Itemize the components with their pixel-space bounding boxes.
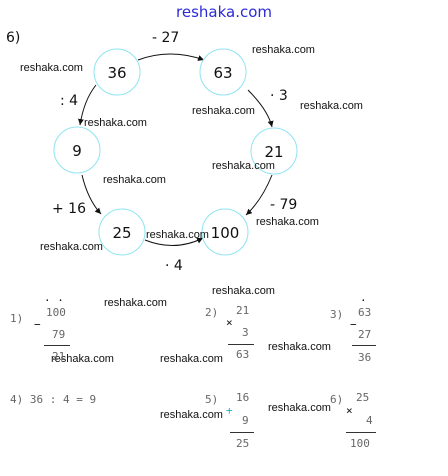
calc-5-top: 16 [236, 391, 250, 404]
op-21-100: - 79 [270, 197, 297, 213]
watermark: reshaka.com [40, 241, 103, 253]
calc-5-rule [230, 432, 254, 433]
calc-5-bottom: 9 [242, 414, 249, 427]
op-9-36: : 4 [60, 93, 78, 109]
calc-3-bottom: 27 [358, 328, 372, 341]
calc-6-top: 25 [356, 391, 370, 404]
arrow-63-21 [247, 89, 274, 128]
node-9-value: 9 [72, 142, 82, 160]
watermark: reshaka.com [84, 117, 147, 129]
calc-5-result: 25 [236, 437, 250, 450]
watermark: reshaka.com [160, 409, 223, 421]
calc-6-index: 6) [330, 393, 344, 406]
calc-1-dots: · · [44, 294, 64, 307]
calc-3-dot: · [360, 294, 367, 307]
watermark: reshaka.com [20, 62, 83, 74]
part-label: 6) [6, 30, 21, 46]
arrow-36-63 [137, 53, 205, 61]
watermark: reshaka.com [300, 100, 363, 112]
node-100 [201, 208, 249, 256]
calc-2-top: 21 [236, 304, 250, 317]
node-36-value: 36 [107, 64, 126, 82]
cycle-diagram: 36 63 21 100 25 9 - 27 · 3 - 79 · 4 + 16… [52, 30, 298, 274]
node-21 [250, 127, 298, 175]
watermark: reshaka.com [268, 402, 331, 414]
node-25-value: 25 [112, 224, 131, 242]
watermark: reshaka.com [160, 353, 223, 365]
watermark: reshaka.com [192, 105, 255, 117]
calc-2-rule [228, 344, 254, 345]
site-title: reshaka.com [176, 3, 272, 21]
calc-3-index: 3) [330, 308, 344, 321]
watermark: reshaka.com [256, 216, 319, 228]
watermark: reshaka.com [212, 285, 275, 297]
watermark: reshaka.com [268, 341, 331, 353]
node-100-value: 100 [211, 224, 240, 242]
calc-3-result: 36 [358, 351, 372, 364]
arrow-21-100 [245, 174, 273, 216]
calc-4-text: 4) 36 : 4 = 9 [10, 393, 97, 406]
arrow-36-9 [77, 84, 97, 126]
op-100-25: · 4 [165, 258, 183, 274]
node-63 [199, 48, 247, 96]
calc-3-rule [352, 345, 376, 346]
calc-5-sign: + [226, 404, 233, 417]
calc-1-index: 1) [10, 312, 24, 325]
calc-6-rule [346, 432, 376, 433]
calc-2-sign: × [226, 316, 233, 329]
calc-6-sign: × [346, 404, 353, 417]
watermark: reshaka.com [104, 297, 167, 309]
watermark: reshaka.com [146, 229, 209, 241]
calc-6-result: 100 [350, 437, 370, 450]
calc-1-rule [44, 345, 70, 346]
calc-3-top: 63 [358, 306, 372, 319]
calc-2-bottom: 3 [242, 326, 249, 339]
arrow-25-100 [144, 237, 204, 246]
watermark: reshaka.com [252, 44, 315, 56]
node-21-value: 21 [264, 143, 283, 161]
calc-1-top: 100 [46, 306, 66, 319]
op-63-21: · 3 [270, 88, 288, 104]
node-25 [98, 208, 146, 256]
op-25-9: + 16 [52, 201, 86, 217]
watermark: reshaka.com [103, 174, 166, 186]
watermark: reshaka.com [51, 353, 114, 365]
watermark: reshaka.com [212, 160, 275, 172]
op-36-63: - 27 [152, 30, 179, 46]
calc-1-sign: − [34, 318, 41, 331]
calc-1-bottom: 79 [52, 328, 66, 341]
calc-1-result: 21 [52, 350, 66, 363]
calc-5-index: 5) [205, 393, 219, 406]
node-63-value: 63 [213, 64, 232, 82]
arrow-9-25 [81, 174, 102, 215]
calc-2-result: 63 [236, 348, 250, 361]
calc-3-sign: − [350, 318, 357, 331]
node-9 [53, 126, 101, 174]
node-36 [93, 48, 141, 96]
calc-2-index: 2) [205, 306, 219, 319]
calc-6-bottom: 4 [366, 414, 373, 427]
